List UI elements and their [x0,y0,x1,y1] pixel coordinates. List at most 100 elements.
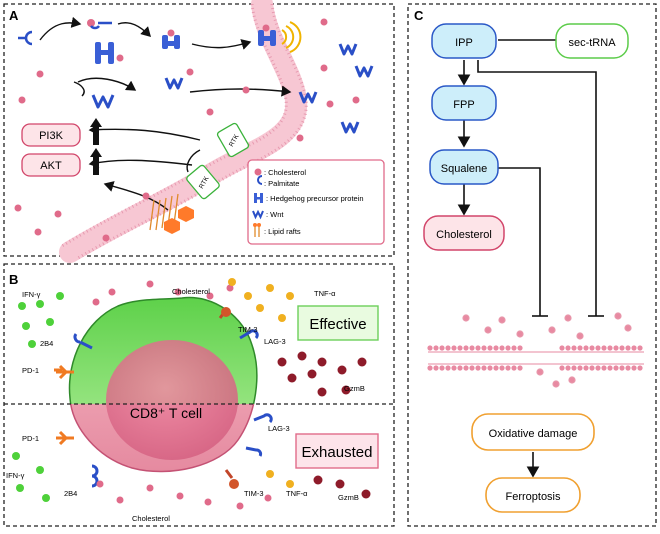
lipid-head [559,345,565,351]
lipid-head [481,365,487,371]
oxidative-damage-node: Oxidative damage [471,413,595,451]
panel-b-letter: B [9,272,18,287]
lipid-head [505,365,511,371]
tim3-label-top: TIM-3 [238,325,258,334]
legend-palmitate: : Palmitate [264,179,299,188]
panel-c-letter: C [414,8,424,23]
lipid-head [469,345,475,351]
lipid-head [493,365,499,371]
svg-text:PI3K: PI3K [39,130,64,142]
legend-cholesterol: : Cholesterol [264,168,306,177]
rtk-receptor-lower: RTK [186,164,220,200]
legend-wnt: : Wnt [266,210,284,219]
panel-a-arrows [39,16,292,211]
lipid-head [565,365,571,371]
lipid-head [427,365,433,371]
legend-a: : Cholesterol : Palmitate : Hedgehog pre… [247,159,385,245]
lipid-raft [149,193,194,234]
lipid-head [517,365,523,371]
lipid-head [631,365,637,371]
gzmb-dots [277,351,371,499]
akt-box: AKT [21,153,81,177]
lipid-head [427,345,433,351]
ferroptosis-node: Ferroptosis [485,477,581,513]
lipid-head [595,345,601,351]
cell-membrane [59,0,308,263]
lipid-head [463,365,469,371]
pd1-label-top: PD-1 [22,366,39,375]
lipid-head [565,345,571,351]
cholesterol-dots-b [92,280,272,510]
tnf-label-bottom: TNF-α [286,489,308,498]
svg-text:sec-tRNA: sec-tRNA [568,37,616,49]
tnf-dots [228,278,294,488]
lipid-head [451,365,457,371]
legend-lipid-rafts: : Lipid rafts [264,227,301,236]
pi3k-box: PI3K [21,123,81,147]
panel-b-frame [3,263,395,527]
lipid-head [499,365,505,371]
membrane-dots-outer [77,3,308,260]
lipid-head [625,365,631,371]
lipid-head [511,365,517,371]
lipid-head [493,345,499,351]
lipid-head [577,345,583,351]
lipid-head [583,365,589,371]
lipid-head [439,345,445,351]
lipid-head [613,345,619,351]
cholesterol-dots-a [14,18,360,242]
ipp-node: IPP [431,23,497,59]
legend-hedgehog: : Hedgehog precursor protein [266,194,364,203]
lipid-head [499,345,505,351]
lipid-head [589,365,595,371]
svg-text:Squalene: Squalene [441,163,488,175]
pd1-label-bottom: PD-1 [22,434,39,443]
lipid-head [607,365,613,371]
lipid-head [577,365,583,371]
lipid-head [463,345,469,351]
lipid-head [457,365,463,371]
gzmb-label-top: GzmB [344,384,365,393]
panel-a: A [3,0,395,263]
lipid-head [445,365,451,371]
cholesterol-label-bottom: Cholesterol [132,514,170,523]
svg-text:Ferroptosis: Ferroptosis [505,491,561,503]
lipid-head [481,345,487,351]
rtk-receptor-upper: RTK [216,122,250,158]
lipid-head [589,345,595,351]
svg-text:FPP: FPP [453,99,474,111]
legend-frame [247,159,385,245]
lipid-head [601,365,607,371]
lipid-head [505,345,511,351]
lipid-head [619,365,625,371]
lipid-head [571,345,577,351]
bilayer-heads [427,345,643,371]
lipid-head [625,345,631,351]
hedgehog-precursor-icon [95,42,114,64]
oxidized-lipids [462,312,632,388]
lipid-head [595,365,601,371]
lipid-head [631,345,637,351]
cholesterol-node: Cholesterol [423,215,505,251]
panel-a-letter: A [9,8,19,23]
lipid-head [571,365,577,371]
lipid-head [637,345,643,351]
b2b4-label-top: 2B4 [40,339,53,348]
lipid-bilayer [428,351,644,365]
lipid-head [559,365,565,371]
lag3-label-bottom: LAG-3 [268,424,290,433]
pi3k-up-arrow [90,118,102,145]
lag3-label-top: LAG-3 [264,337,286,346]
sec-trna-node: sec-tRNA [555,23,629,59]
lipid-head [613,365,619,371]
gzmb-label-bottom: GzmB [338,493,359,502]
hedgehog-cholesterol-icon [162,29,180,49]
cell-nucleus [106,340,238,460]
lipid-head [475,345,481,351]
b2b4-label-bottom: 2B4 [64,489,77,498]
lipid-head [487,365,493,371]
effective-badge: Effective [297,305,379,341]
lipid-head [619,345,625,351]
tnf-label-top: TNF-α [314,289,336,298]
